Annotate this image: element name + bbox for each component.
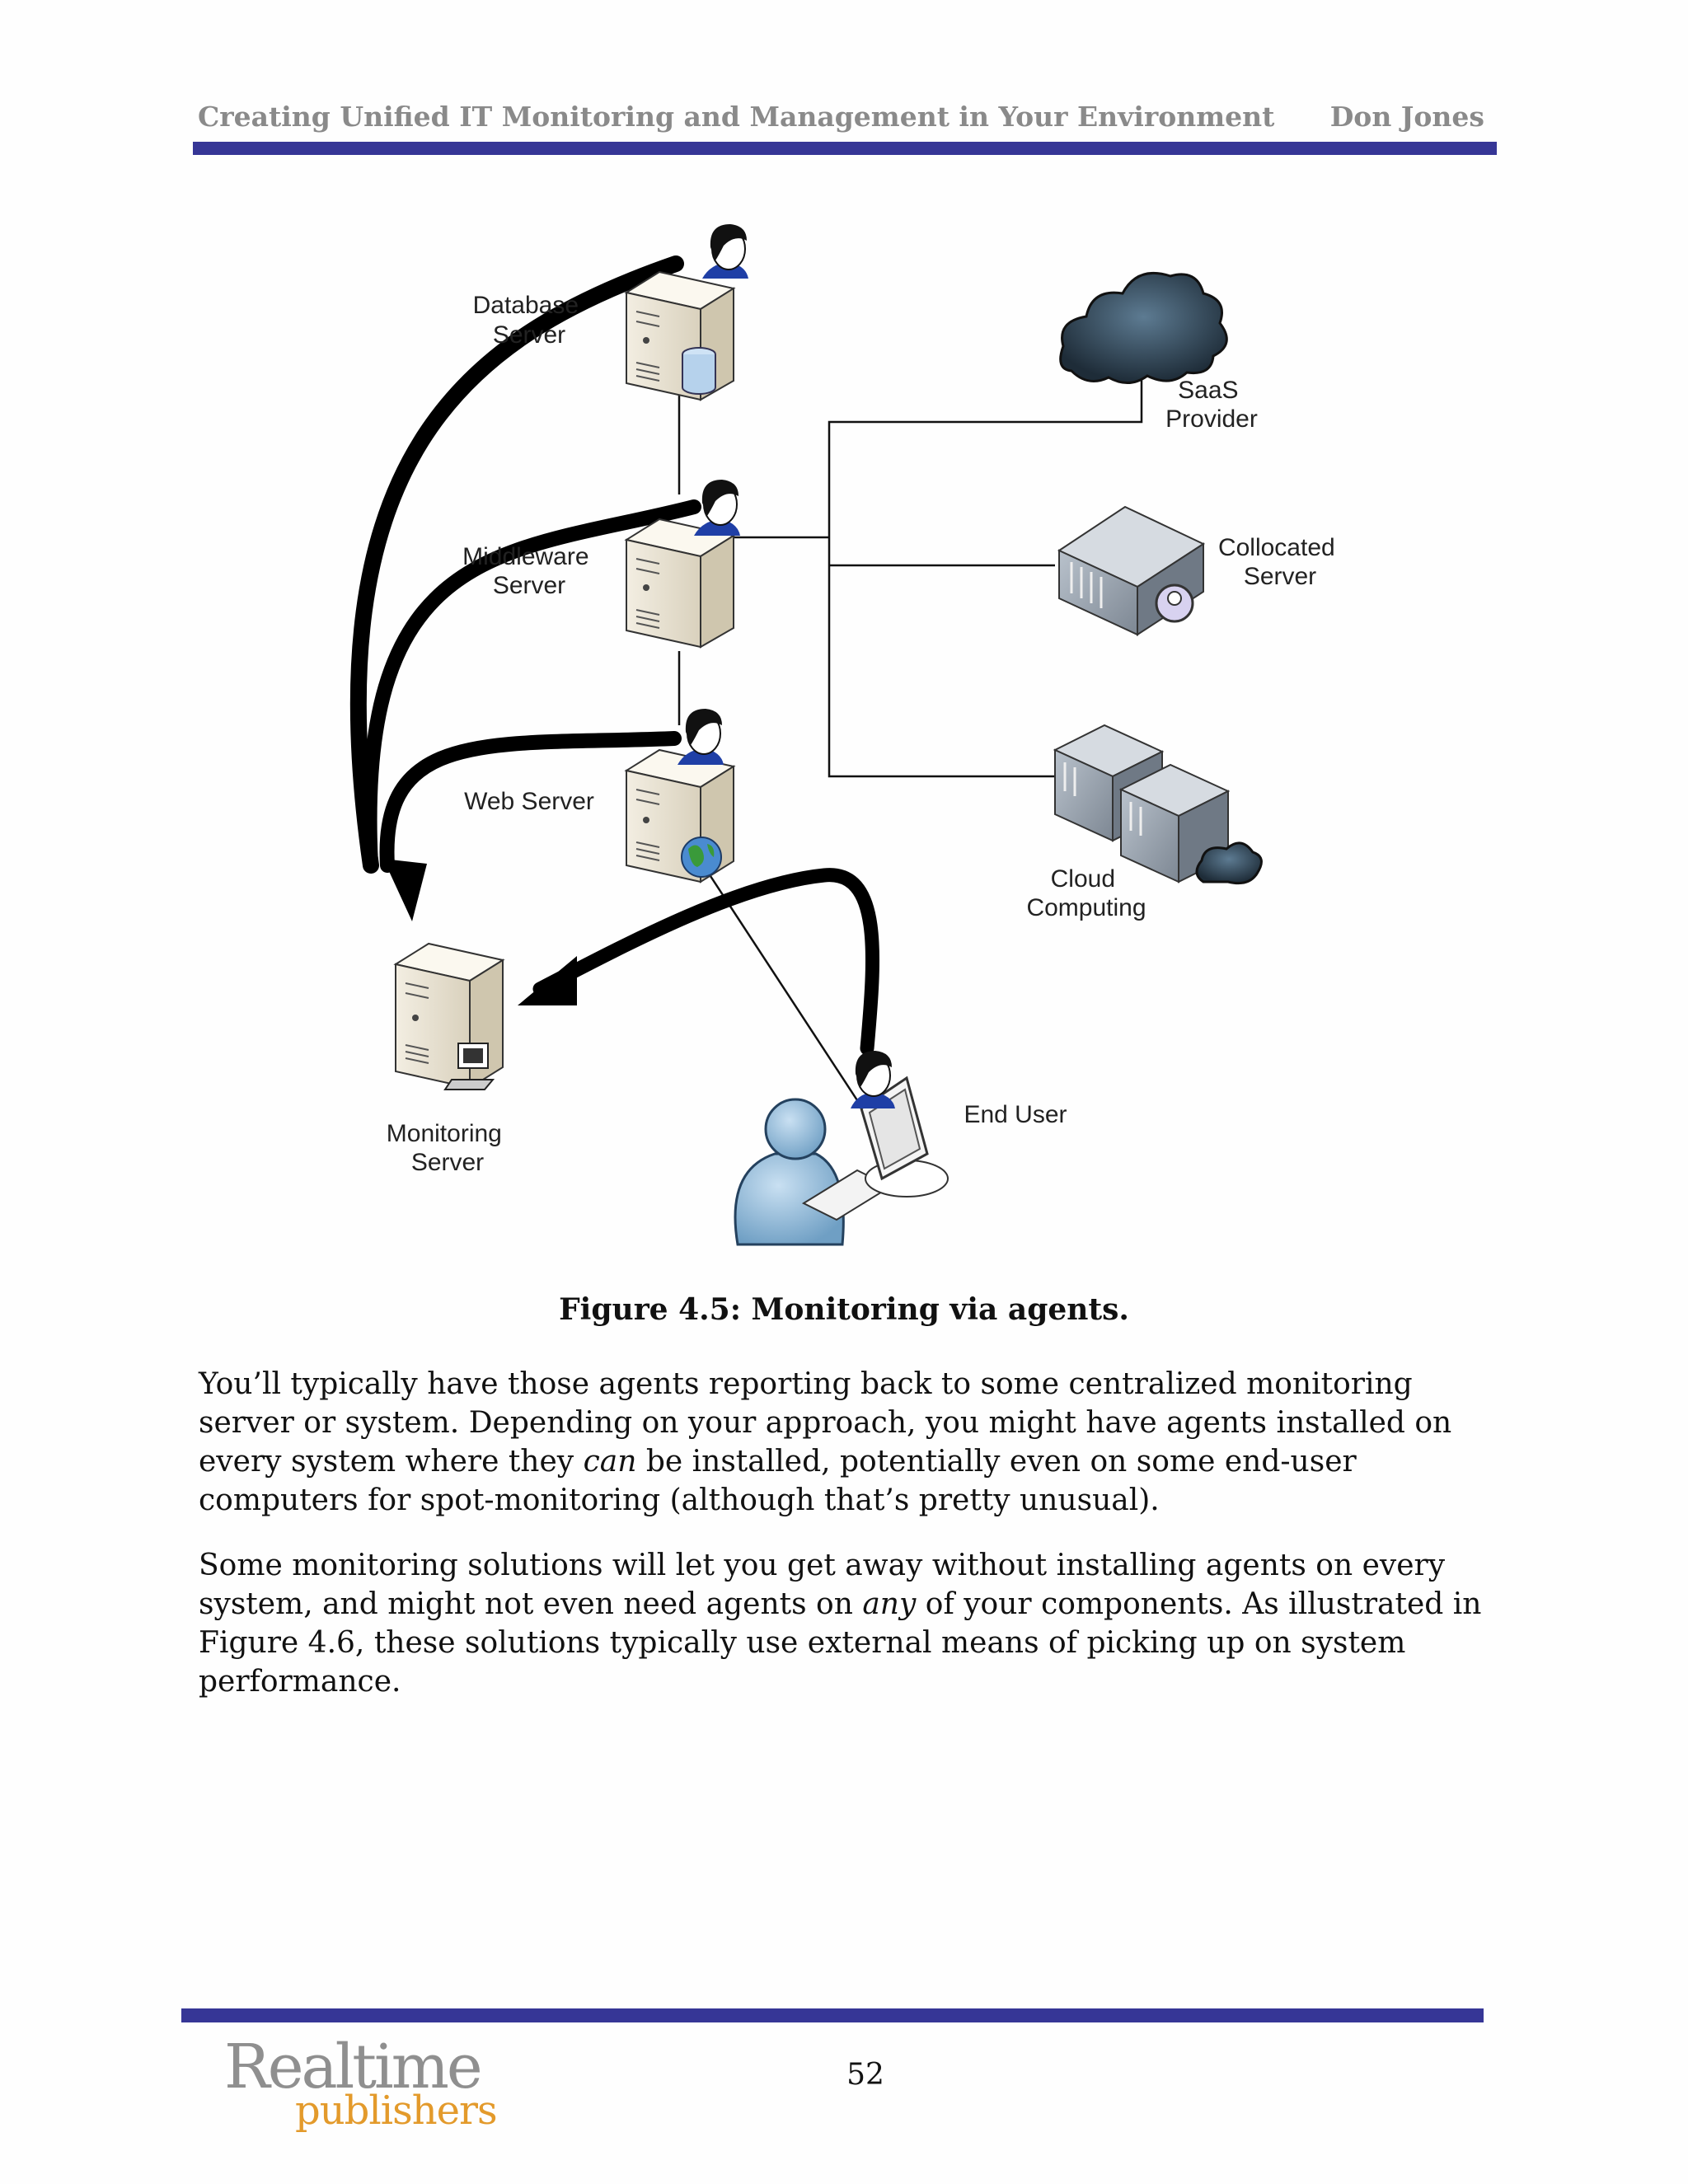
database-server-icon [624, 270, 736, 401]
cloud-computing-icon [1053, 724, 1263, 885]
label-web-server: Web Server [464, 788, 594, 815]
web-server-icon [624, 748, 736, 883]
label-monitoring-server: Monitoring Server [387, 1120, 509, 1176]
arrowhead-from-end-user [518, 956, 577, 1005]
agent-arrows [349, 255, 879, 1056]
running-header-title: Creating Unified IT Monitoring and Manag… [198, 101, 1275, 133]
monitoring-server-icon [393, 942, 505, 1090]
paragraph-agents-reporting: You’ll typically have those agents repor… [199, 1367, 1452, 1517]
label-database-server: Database Server [473, 292, 586, 349]
middleware-agent-icon [694, 480, 740, 536]
footer-rule [181, 2008, 1484, 2022]
running-header-author: Don Jones [1329, 101, 1484, 133]
realtime-publishers-logo: Realtime publishers [223, 2032, 498, 2149]
header-rule [193, 142, 1497, 155]
label-collocated-server: Collocated Server [1218, 534, 1342, 590]
database-agent-icon [702, 224, 748, 279]
logo-wordmark-bottom: publishers [295, 2088, 498, 2134]
arrowhead-to-monitoring [383, 859, 427, 921]
page-number: 52 [846, 2058, 884, 2092]
end-user-icon [734, 1076, 949, 1246]
middleware-server-icon [624, 518, 736, 649]
saas-cloud-icon [1059, 272, 1228, 384]
label-saas-provider: SaaS Provider [1165, 377, 1258, 433]
collocated-server-icon [1057, 505, 1206, 636]
logo-wordmark-top: Realtime [224, 2032, 483, 2102]
label-middleware-server: Middleware Server [462, 543, 596, 599]
agents-diagram: Database Server Middleware Server Web Se… [349, 224, 1342, 1246]
network-lines [678, 379, 1143, 1101]
end-user-agent-icon [851, 1051, 895, 1108]
label-cloud-computing: Cloud Computing [1026, 865, 1146, 921]
web-agent-icon [678, 709, 724, 765]
figure-caption: Figure 4.5: Monitoring via agents. [559, 1292, 1129, 1327]
paragraph-agentless-monitoring: Some monitoring solutions will let you g… [199, 1549, 1482, 1699]
label-end-user: End User [964, 1101, 1067, 1128]
